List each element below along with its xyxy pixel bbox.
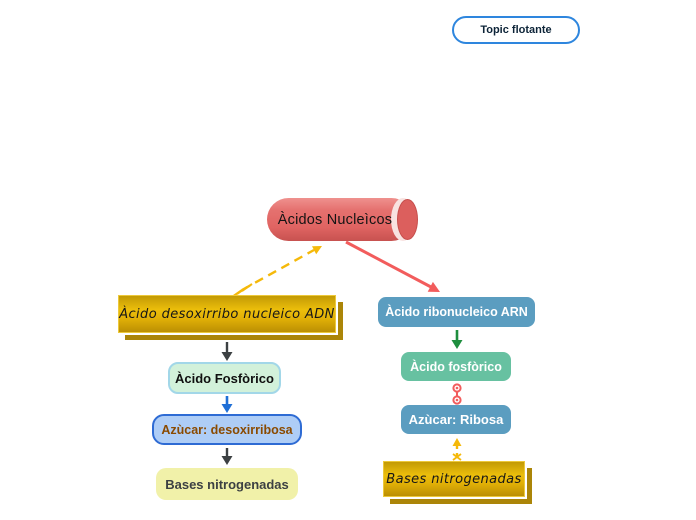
node-acido-fosforico-adn[interactable]: Àcido Fosfòrico: [168, 362, 281, 394]
node-label: Bases nitrogenadas: [386, 471, 522, 487]
connector-arn-to-fosforico: [451, 330, 463, 349]
node-label: Bases nitrogenadas: [165, 476, 289, 492]
connector-adn-to-central: [231, 246, 322, 298]
node-bases-nitrogenadas-adn[interactable]: Bases nitrogenadas: [156, 468, 298, 500]
central-topic-node[interactable]: Àcidos Nucleìcos: [267, 198, 418, 241]
node-bases-nitrogenadas-arn[interactable]: Bases nitrogenadas: [383, 461, 525, 497]
connector-fosforico-to-azucar: [221, 396, 233, 413]
node-label: Azùcar: Ribosa: [408, 412, 504, 427]
node-acido-fosforico-arn[interactable]: Àcido fosfòrico: [401, 352, 511, 381]
floating-topic-label: Topic flotante: [480, 24, 552, 36]
connector-central-to-arn: [345, 240, 440, 292]
floating-topic[interactable]: Topic flotante: [452, 16, 580, 44]
node-label: Àcido fosfòrico: [410, 359, 502, 374]
connector-bases-to-ribosa: [452, 438, 462, 461]
connector-azucar-to-bases: [221, 448, 233, 465]
branch-title-arn[interactable]: Àcido ribonucleico ARN: [378, 297, 535, 327]
cylinder-cap: [397, 199, 418, 240]
branch-title-adn-label: Àcido desoxirribo nucleico ADN: [119, 306, 335, 322]
node-label: Àcido Fosfòrico: [175, 370, 274, 386]
central-topic-label: Àcidos Nucleìcos: [277, 211, 393, 228]
node-label: Azùcar: desoxirribosa: [161, 422, 293, 437]
connector-adn-to-fosforico: [221, 342, 233, 361]
branch-title-adn[interactable]: Àcido desoxirribo nucleico ADN: [118, 295, 336, 333]
node-azucar-desoxirribosa[interactable]: Azùcar: desoxirribosa: [152, 414, 302, 445]
connector-fosforico-to-ribosa: [452, 383, 462, 405]
branch-title-arn-label: Àcido ribonucleico ARN: [385, 305, 528, 319]
node-azucar-ribosa[interactable]: Azùcar: Ribosa: [401, 405, 511, 434]
